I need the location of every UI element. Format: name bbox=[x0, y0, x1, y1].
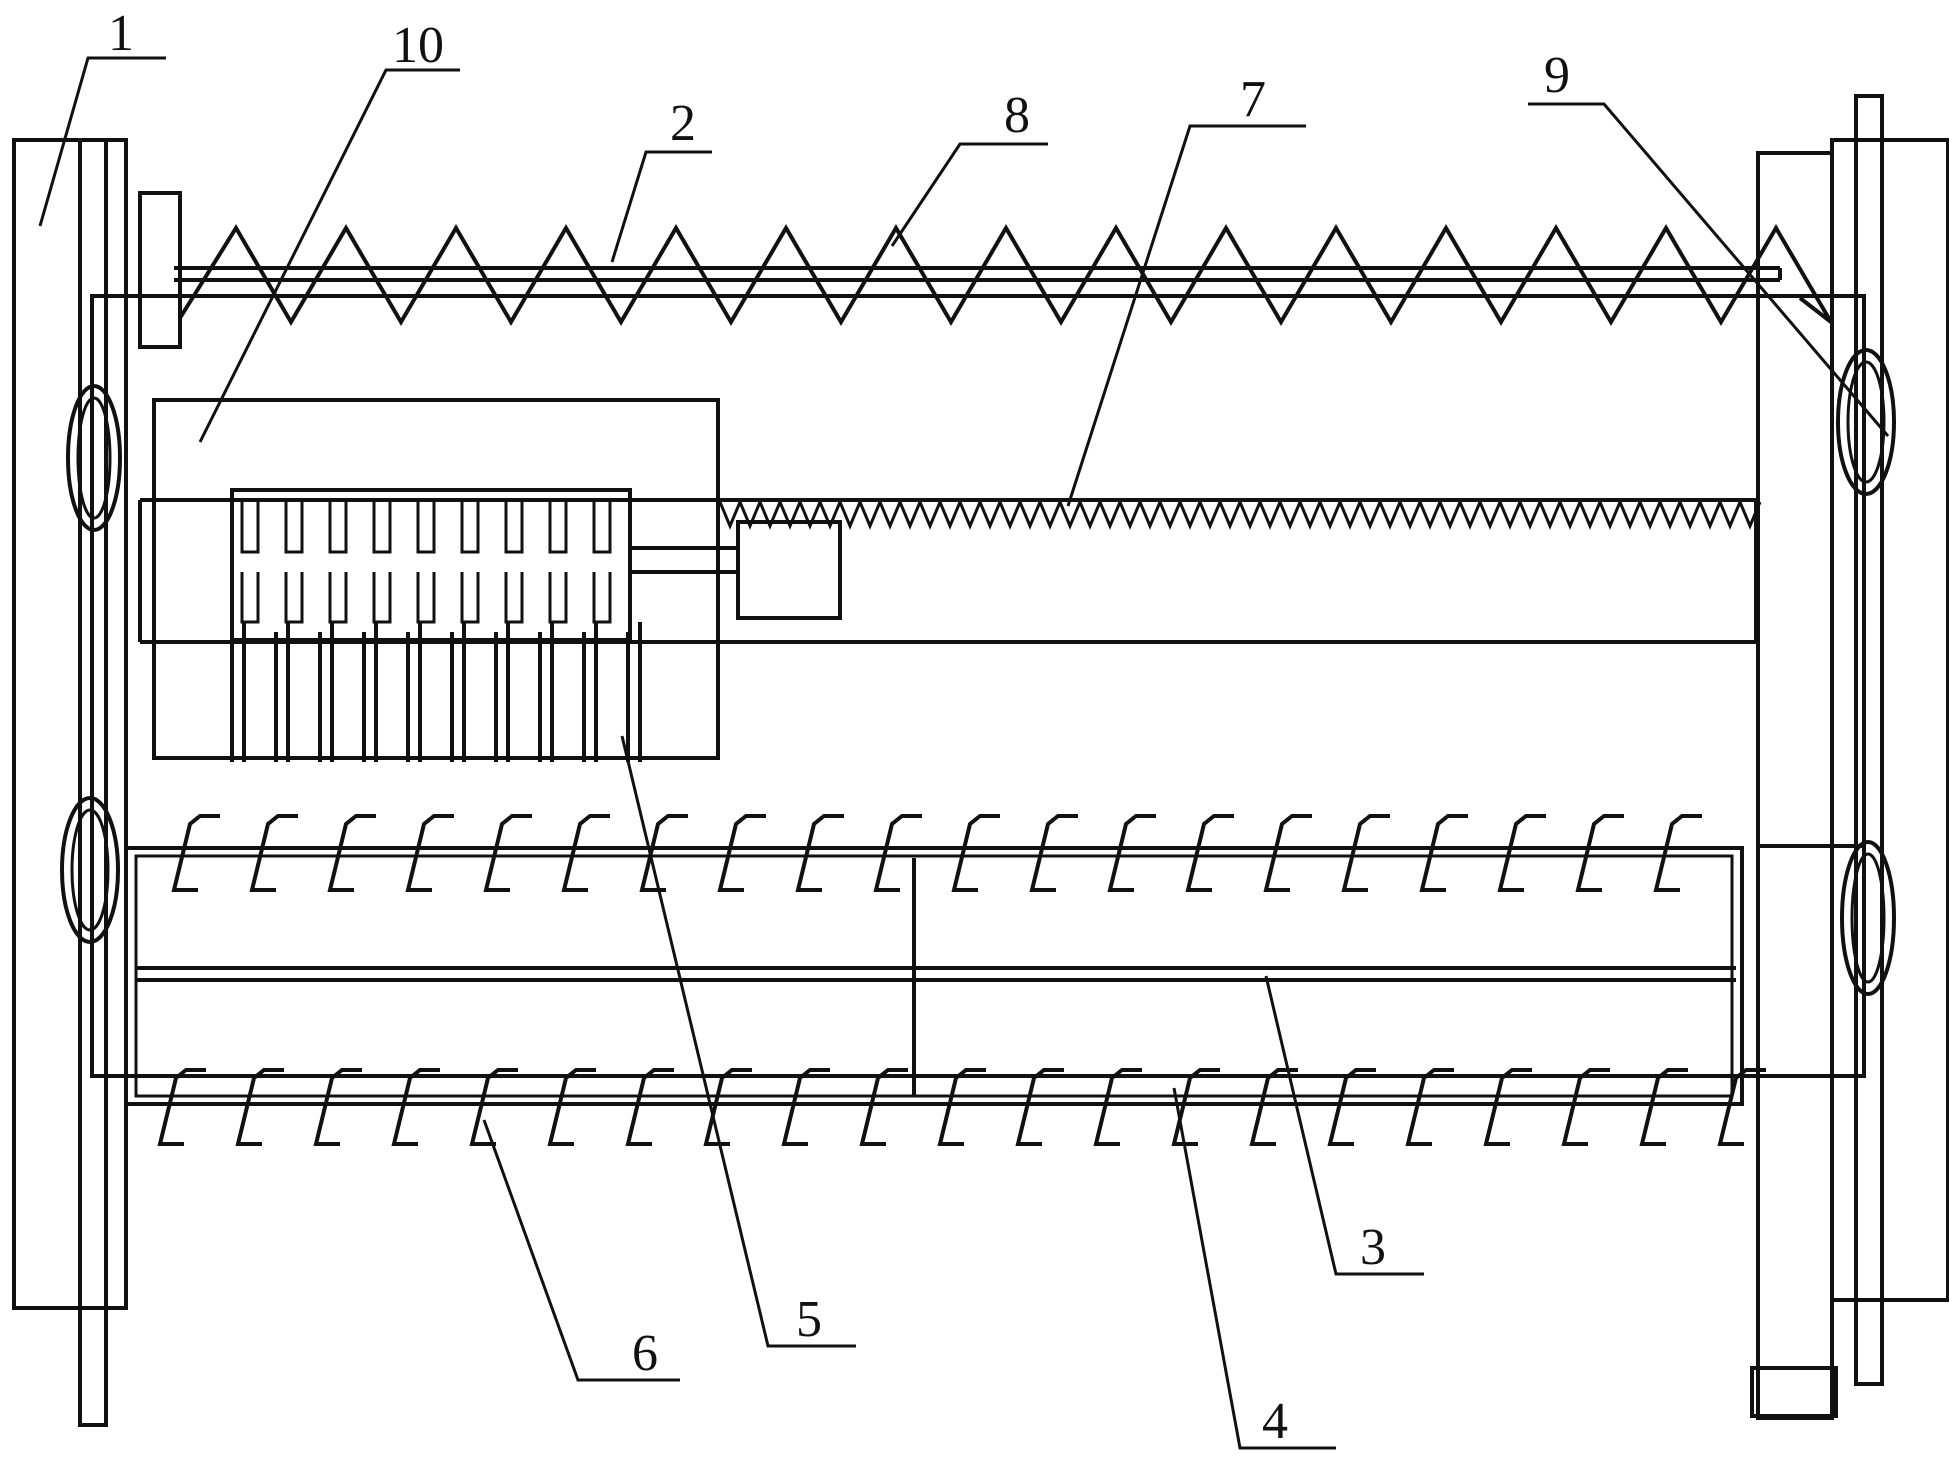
label-7: 7 bbox=[1240, 71, 1266, 128]
roller-drum bbox=[124, 846, 1744, 1106]
label-2: 2 bbox=[670, 95, 696, 152]
pinion-block bbox=[632, 520, 842, 620]
right-frame-plate bbox=[1750, 94, 1949, 1420]
label-4: 4 bbox=[1262, 1393, 1288, 1450]
label-5: 5 bbox=[796, 1291, 822, 1348]
top-helical-auger bbox=[178, 224, 1833, 326]
comb-head bbox=[230, 488, 632, 642]
label-8: 8 bbox=[1004, 87, 1030, 144]
part-labels: 1 10 2 8 7 9 3 4 6 5 bbox=[108, 5, 1570, 1450]
label-9: 9 bbox=[1544, 47, 1570, 104]
label-3: 3 bbox=[1360, 1219, 1386, 1276]
label-6: 6 bbox=[632, 1325, 658, 1382]
comb-tines bbox=[230, 622, 642, 762]
bearing-group bbox=[60, 348, 1896, 996]
bearing-right-bottom bbox=[1840, 840, 1896, 996]
carriage-box bbox=[152, 398, 720, 760]
left-frame-plate bbox=[12, 138, 128, 1427]
roller-blades-bottom bbox=[157, 1068, 1766, 1146]
leader-lines bbox=[38, 56, 1890, 1450]
roller-blades-top bbox=[171, 814, 1702, 892]
label-10: 10 bbox=[392, 17, 444, 74]
main-housing bbox=[90, 294, 1866, 1078]
rack-teeth bbox=[718, 498, 1762, 530]
label-1: 1 bbox=[108, 5, 134, 62]
